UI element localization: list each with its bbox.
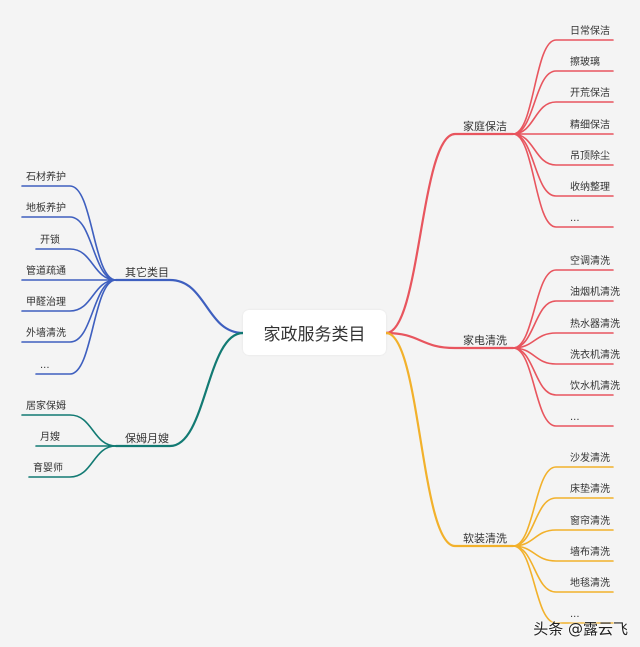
leaf-appliance_cleaning[interactable]: ... [570, 412, 580, 423]
leaf-nanny[interactable]: 育婴师 [33, 463, 63, 474]
leaf-other[interactable]: ... [40, 360, 50, 371]
leaf-appliance_cleaning[interactable]: 空调清洗 [570, 256, 610, 267]
leaf-appliance_cleaning[interactable]: 油烟机清洗 [570, 287, 620, 298]
leaf-home_cleaning[interactable]: 擦玻璃 [570, 57, 600, 68]
watermark: 头条 @露云飞 [533, 620, 628, 638]
child-line-appliance_cleaning [512, 269, 614, 349]
leaf-soft_cleaning[interactable]: 沙发清洗 [570, 453, 610, 464]
root-node-label: 家政服务类目 [263, 325, 366, 345]
leaf-other[interactable]: 地板养护 [26, 203, 66, 214]
child-line-appliance_cleaning [512, 300, 614, 349]
child-line-soft_cleaning [512, 545, 614, 624]
leaf-soft_cleaning[interactable]: 窗帘清洗 [570, 516, 610, 527]
branch-line-other [114, 278, 245, 335]
leaf-other[interactable]: 石材养护 [26, 172, 66, 183]
leaf-other[interactable]: 开锁 [40, 235, 60, 246]
leaf-home_cleaning[interactable]: 收纳整理 [570, 182, 610, 193]
leaf-home_cleaning[interactable]: ... [570, 213, 580, 224]
leaf-home_cleaning[interactable]: 吊顶除尘 [570, 151, 610, 162]
root-node[interactable]: 家政服务类目 [243, 310, 386, 355]
child-line-home_cleaning [512, 70, 614, 135]
child-line-soft_cleaning [512, 466, 614, 547]
branch-line-nanny [114, 331, 245, 448]
leaf-home_cleaning[interactable]: 开荒保洁 [570, 88, 610, 99]
leaf-home_cleaning[interactable]: 精细保洁 [570, 120, 610, 131]
branch-other[interactable]: 其它类目 [125, 266, 169, 279]
child-line-appliance_cleaning [512, 347, 614, 427]
child-line-home_cleaning [512, 101, 614, 135]
child-line-other [21, 279, 117, 312]
child-line-nanny [28, 445, 117, 478]
leaf-soft_cleaning[interactable]: ... [570, 609, 580, 620]
leaf-appliance_cleaning[interactable]: 饮水机清洗 [570, 381, 620, 392]
branch-appliance_cleaning[interactable]: 家电清洗 [463, 334, 507, 347]
child-line-home_cleaning [512, 133, 614, 166]
branch-home_cleaning[interactable]: 家庭保洁 [463, 120, 507, 133]
child-line-home_cleaning [512, 39, 614, 135]
branch-line-appliance_cleaning [384, 331, 515, 350]
leaf-appliance_cleaning[interactable]: 热水器清洗 [570, 319, 620, 330]
branch-soft_cleaning[interactable]: 软装清洗 [463, 532, 507, 545]
branch-line-home_cleaning [384, 132, 515, 335]
child-line-other [35, 248, 117, 281]
branch-line-soft_cleaning [384, 331, 515, 548]
leaf-home_cleaning[interactable]: 日常保洁 [570, 26, 610, 37]
child-line-soft_cleaning [512, 497, 614, 547]
child-line-home_cleaning [512, 133, 614, 228]
leaf-other[interactable]: 甲醛治理 [26, 297, 66, 308]
branch-nanny[interactable]: 保姆月嫂 [125, 432, 169, 445]
child-line-appliance_cleaning [512, 332, 614, 349]
leaf-nanny[interactable]: 月嫂 [40, 432, 60, 443]
child-line-other [21, 216, 117, 281]
leaf-soft_cleaning[interactable]: 地毯清洗 [570, 578, 610, 589]
leaf-other[interactable]: 外墙清洗 [26, 328, 66, 339]
leaf-soft_cleaning[interactable]: 床垫清洗 [570, 484, 610, 495]
child-line-other [21, 185, 117, 281]
child-line-other [35, 279, 117, 375]
leaf-appliance_cleaning[interactable]: 洗衣机清洗 [570, 350, 620, 361]
child-line-soft_cleaning [512, 529, 614, 547]
leaf-nanny[interactable]: 居家保姆 [26, 401, 66, 412]
leaf-other[interactable]: 管道疏通 [26, 266, 66, 277]
leaf-soft_cleaning[interactable]: 墙布清洗 [570, 547, 610, 558]
child-line-nanny [21, 414, 117, 447]
